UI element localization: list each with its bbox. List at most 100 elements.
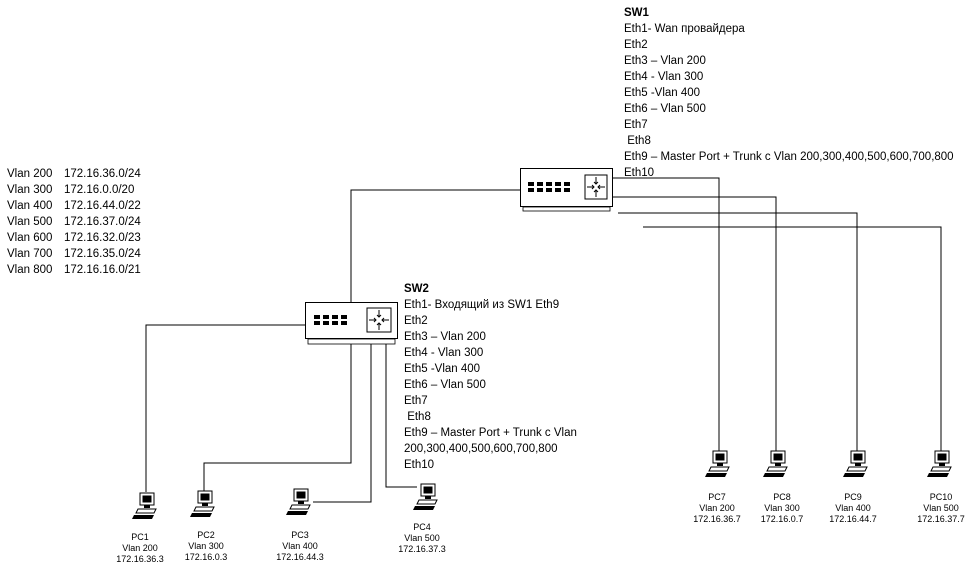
link-sw1-sw2 <box>350 189 520 302</box>
link-sw2-pc4 <box>385 342 417 488</box>
computer-icon <box>132 492 157 520</box>
computer-icon <box>843 450 868 478</box>
pc8-label: PC8 Vlan 300 172.16.0.7 <box>761 492 804 525</box>
vlan-id: Vlan 700 <box>7 248 53 260</box>
pc-ip: 172.16.0.7 <box>760 514 804 524</box>
computer-icon <box>286 488 311 516</box>
sw2-port: Eth6 – Vlan 500 <box>404 379 486 391</box>
pc7-label: PC7 Vlan 200 172.16.36.7 <box>693 492 741 525</box>
sw1-port-list: SW1 Eth1- Wan провайдера Eth2 Eth3 – Vla… <box>624 5 954 181</box>
sw2-port: 200,300,400,500,600,700,800 <box>404 443 558 455</box>
pc-name: PC9 <box>844 492 862 502</box>
pc-vlan: Vlan 200 <box>122 543 158 553</box>
sw2-port: Eth9 – Master Port + Trunk c Vlan <box>404 427 577 439</box>
pc-name: PC8 <box>773 492 791 502</box>
vlan-id: Vlan 600 <box>7 232 53 244</box>
pc4-computer[interactable] <box>413 483 439 513</box>
vlan-row: Vlan 600 172.16.32.0/23 <box>7 230 141 246</box>
sw2-switch[interactable] <box>305 302 398 346</box>
vlan-subnet: 172.16.44.0/22 <box>64 200 141 212</box>
pc-vlan: Vlan 500 <box>404 533 440 543</box>
computer-icon <box>763 450 788 478</box>
pc4-label: PC4 Vlan 500 172.16.37.3 <box>398 522 446 555</box>
sw2-port: Eth3 – Vlan 200 <box>404 331 486 343</box>
link-sw1-pc9 <box>618 212 858 452</box>
pc9-label: PC9 Vlan 400 172.16.44.7 <box>829 492 877 525</box>
vlan-id: Vlan 200 <box>7 168 53 180</box>
sw1-port: Eth1- Wan провайдера <box>624 23 745 35</box>
sw1-title: SW1 <box>624 7 649 19</box>
pc-ip: 172.16.37.3 <box>398 544 446 554</box>
pc3-label: PC3 Vlan 400 172.16.44.3 <box>276 530 324 563</box>
pc3-computer[interactable] <box>286 488 312 518</box>
sw1-port: Eth6 – Vlan 500 <box>624 103 706 115</box>
pc10-label: PC10 Vlan 500 172.16.37.7 <box>917 492 965 525</box>
link-sw2-pc2 <box>203 342 352 492</box>
link-sw1-pc8 <box>612 196 777 452</box>
vlan-row: Vlan 500 172.16.37.0/24 <box>7 214 141 230</box>
sw2-title: SW2 <box>404 283 429 295</box>
pc-name: PC7 <box>708 492 726 502</box>
pc-vlan: Vlan 300 <box>188 541 224 551</box>
computer-icon <box>190 490 215 518</box>
pc-vlan: Vlan 300 <box>764 503 800 513</box>
sw2-port: Eth2 <box>404 315 428 327</box>
pc-vlan: Vlan 200 <box>699 503 735 513</box>
sw2-port: Eth5 -Vlan 400 <box>404 363 481 375</box>
pc-vlan: Vlan 400 <box>835 503 871 513</box>
pc-name: PC10 <box>929 492 953 502</box>
sw1-port: Eth10 <box>624 167 655 179</box>
pc1-label: PC1 Vlan 200 172.16.36.3 <box>116 532 164 565</box>
pc10-computer[interactable] <box>927 450 953 480</box>
computer-icon <box>413 483 438 511</box>
sw2-port: Eth7 <box>404 395 428 407</box>
pc-name: PC1 <box>131 532 149 542</box>
pc-name: PC4 <box>413 522 431 532</box>
vlan-row: Vlan 700 172.16.35.0/24 <box>7 246 141 262</box>
pc-name: PC3 <box>291 530 309 540</box>
sw1-switch[interactable] <box>520 168 613 212</box>
sw1-port: Eth8 <box>624 135 651 147</box>
pc-ip: 172.16.0.3 <box>184 552 228 562</box>
computer-icon <box>927 450 952 478</box>
vlan-subnet: 172.16.32.0/23 <box>64 232 141 244</box>
sw2-port: Eth8 <box>404 411 431 423</box>
sw1-port: Eth2 <box>624 39 648 51</box>
vlan-id: Vlan 400 <box>7 200 53 212</box>
sw1-port: Eth9 – Master Port + Trunk c Vlan 200,30… <box>624 151 954 163</box>
vlan-row: Vlan 200 172.16.36.0/24 <box>7 166 141 182</box>
pc-vlan: Vlan 500 <box>923 503 959 513</box>
vlan-row: Vlan 800 172.16.16.0/21 <box>7 262 141 278</box>
sw2-port: Eth1- Входящий из SW1 Eth9 <box>404 299 560 311</box>
vlan-row: Vlan 400 172.16.44.0/22 <box>7 198 141 214</box>
pc-vlan: Vlan 400 <box>282 541 318 551</box>
link-sw2-pc3 <box>313 342 372 503</box>
sw1-port: Eth4 - Vlan 300 <box>624 71 704 83</box>
link-sw1-pc7 <box>612 177 720 452</box>
pc-ip: 172.16.44.3 <box>276 552 324 562</box>
vlan-id: Vlan 800 <box>7 264 53 276</box>
sw1-port: Eth3 – Vlan 200 <box>624 55 706 67</box>
pc1-computer[interactable] <box>132 492 158 522</box>
vlan-id: Vlan 500 <box>7 216 53 228</box>
pc-ip: 172.16.44.7 <box>829 514 877 524</box>
pc2-label: PC2 Vlan 300 172.16.0.3 <box>185 530 228 563</box>
pc7-computer[interactable] <box>705 450 731 480</box>
vlan-subnet: 172.16.37.0/24 <box>64 216 141 228</box>
sw1-port: Eth7 <box>624 119 648 131</box>
vlan-subnet: 172.16.36.0/24 <box>64 168 141 180</box>
vlan-subnet: 172.16.0.0/20 <box>64 184 135 196</box>
computer-icon <box>705 450 730 478</box>
sw2-port-list: SW2 Eth1- Входящий из SW1 Eth9 Eth2 Eth3… <box>404 281 577 473</box>
vlan-subnet: 172.16.35.0/24 <box>64 248 141 260</box>
pc2-computer[interactable] <box>190 490 216 520</box>
pc-ip: 172.16.36.7 <box>693 514 741 524</box>
pc9-computer[interactable] <box>843 450 869 480</box>
pc-name: PC2 <box>197 530 215 540</box>
sw2-port: Eth10 <box>404 459 435 471</box>
pc8-computer[interactable] <box>763 450 789 480</box>
vlan-subnet: 172.16.16.0/21 <box>64 264 141 276</box>
